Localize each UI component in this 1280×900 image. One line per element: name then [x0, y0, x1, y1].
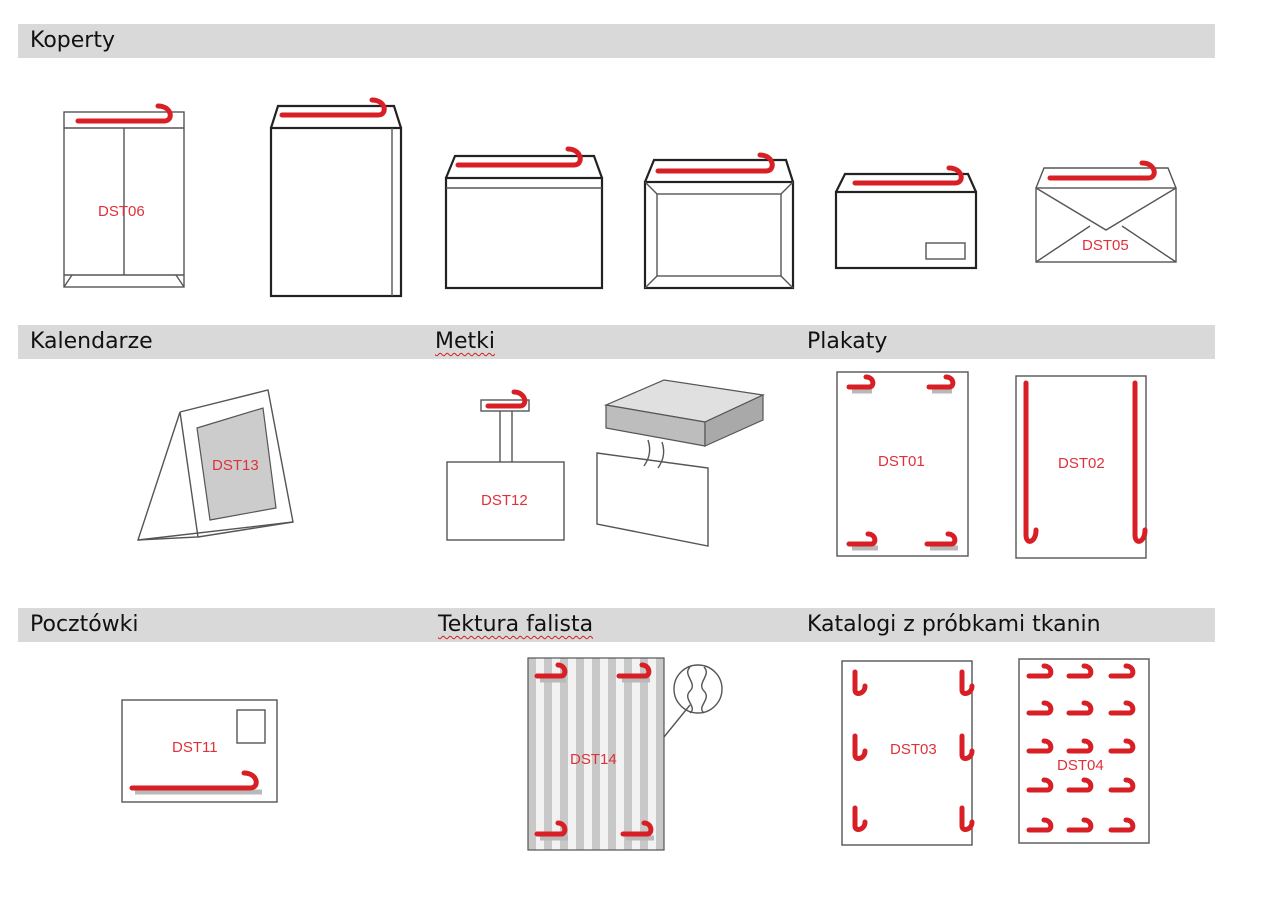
section-title-kalendarze: Kalendarze	[30, 329, 153, 354]
label-dst14: DST14	[570, 751, 617, 768]
section-bar-row2	[18, 325, 1215, 359]
poster-dst01: DST01	[836, 371, 969, 557]
label-dst02: DST02	[1058, 455, 1105, 472]
label-dst04: DST04	[1057, 757, 1104, 774]
section-title-tektura: Tektura falista	[438, 612, 594, 637]
section-title-plakaty: Plakaty	[807, 329, 888, 354]
section-bar-row3	[18, 608, 1215, 642]
tag-dst12: DST12	[446, 389, 565, 541]
label-dst12: DST12	[481, 492, 528, 509]
label-dst03: DST03	[890, 741, 937, 758]
label-dst05: DST05	[1082, 237, 1129, 254]
catalog-dst04-tapes	[1026, 663, 1136, 833]
box-with-tag	[596, 379, 766, 547]
section-title-pocztowki: Pocztówki	[30, 612, 139, 637]
envelope-dst05: DST05	[1035, 160, 1177, 263]
catalog-dst03: DST03	[841, 660, 975, 846]
label-dst06: DST06	[98, 203, 145, 220]
poster-dst02: DST02	[1015, 375, 1148, 559]
envelope-dst06: DST06	[63, 103, 185, 288]
envelope-landscape-flaps	[643, 152, 795, 290]
label-dst11: DST11	[172, 739, 218, 756]
label-dst01: DST01	[878, 453, 925, 470]
catalog-dst04: DST04	[1018, 658, 1150, 844]
postcard-dst11: DST11	[121, 699, 278, 803]
section-title-koperty: Koperty	[30, 28, 115, 53]
calendar-dst13: DST13	[137, 389, 294, 541]
envelope-window	[834, 165, 978, 270]
envelope-tall-black	[269, 97, 403, 298]
section-bar-koperty	[18, 24, 1215, 58]
section-title-metki: Metki	[435, 329, 495, 354]
section-title-katalogi: Katalogi z próbkami tkanin	[807, 612, 1101, 637]
envelope-landscape	[444, 146, 604, 290]
label-dst13: DST13	[212, 457, 259, 474]
corrugated-dst14: DST14	[527, 657, 723, 851]
